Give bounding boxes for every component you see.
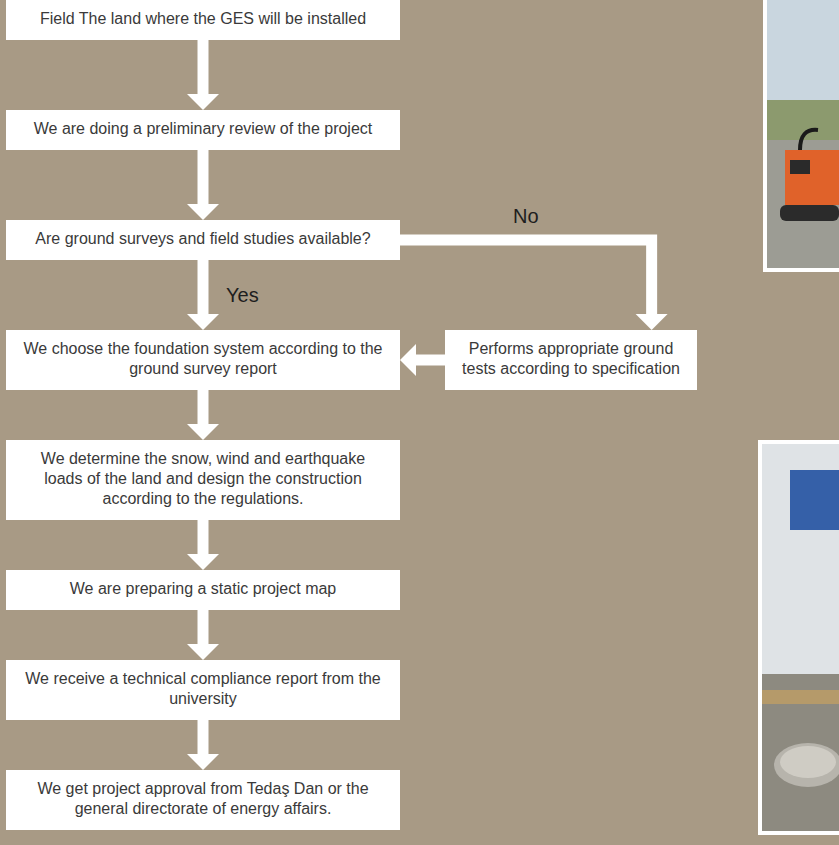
machine-track (780, 205, 839, 221)
process-box: We get project approval from Tedaş Dan o… (6, 770, 400, 830)
arrow-head (187, 754, 219, 770)
arrow-stem (400, 240, 652, 314)
box-text: Are ground surveys and field studies ava… (20, 229, 386, 249)
machine-panel (790, 160, 810, 174)
edge-label: No (510, 204, 542, 228)
photo-frame (758, 440, 839, 835)
process-box: We receive a technical compliance report… (6, 660, 400, 720)
flow-arrow (187, 520, 219, 570)
edge-label: Yes (223, 283, 262, 307)
flow-arrow (187, 610, 219, 660)
machine-hose (800, 130, 818, 150)
arrow-stem (198, 40, 209, 94)
process-box: Field The land where the GES will be ins… (6, 0, 400, 40)
photo-frame (763, 0, 839, 272)
box-text: We get project approval from Tedaş Dan o… (20, 779, 386, 819)
machine-body (785, 150, 839, 205)
flow-arrow (187, 150, 219, 220)
arrow-stem (198, 610, 209, 644)
arrow-head (187, 424, 219, 440)
process-box: We choose the foundation system accordin… (6, 330, 400, 390)
flow-arrow (187, 40, 219, 110)
decision-box: Are ground surveys and field studies ava… (6, 220, 400, 260)
photo-ground (767, 140, 839, 268)
box-text: We determine the snow, wind and earthqua… (20, 449, 386, 509)
box-text: We receive a technical compliance report… (20, 669, 386, 709)
arrow-head (187, 644, 219, 660)
box-text: We are doing a preliminary review of the… (20, 119, 386, 139)
arrow-stem (416, 355, 445, 366)
photo-sky (767, 0, 839, 100)
arrow-head (636, 314, 668, 330)
arrow-head (187, 314, 219, 330)
arrow-stem (198, 150, 209, 204)
box-text: Field The land where the GES will be ins… (20, 9, 386, 29)
foundation-photo (758, 440, 839, 835)
arrow-head (187, 554, 219, 570)
process-box: We are doing a preliminary review of the… (6, 110, 400, 150)
flow-arrow (400, 344, 445, 376)
process-box: We are preparing a static project map (6, 570, 400, 610)
box-text: We are preparing a static project map (20, 579, 386, 599)
flow-arrow (187, 260, 219, 330)
photo-window (790, 470, 839, 530)
box-text: We choose the foundation system accordin… (20, 339, 386, 379)
concrete-pile (774, 743, 839, 787)
arrow-head (187, 204, 219, 220)
concrete-top (780, 746, 836, 778)
process-box: We determine the snow, wind and earthqua… (6, 440, 400, 520)
flow-arrow (187, 720, 219, 770)
process-box: Performs appropriate ground tests accord… (445, 330, 697, 390)
arrow-stem (198, 720, 209, 754)
arrow-stem (198, 520, 209, 554)
flow-arrow (400, 240, 668, 330)
machine-photo (763, 0, 839, 272)
photo-ground (762, 674, 839, 831)
arrow-stem (198, 390, 209, 424)
arrow-stem (198, 260, 209, 314)
arrow-head (187, 94, 219, 110)
photo-plank (762, 690, 839, 704)
flow-arrow (187, 390, 219, 440)
box-text: Performs appropriate ground tests accord… (459, 339, 683, 379)
photo-wall (762, 444, 839, 674)
arrow-head (400, 344, 416, 376)
